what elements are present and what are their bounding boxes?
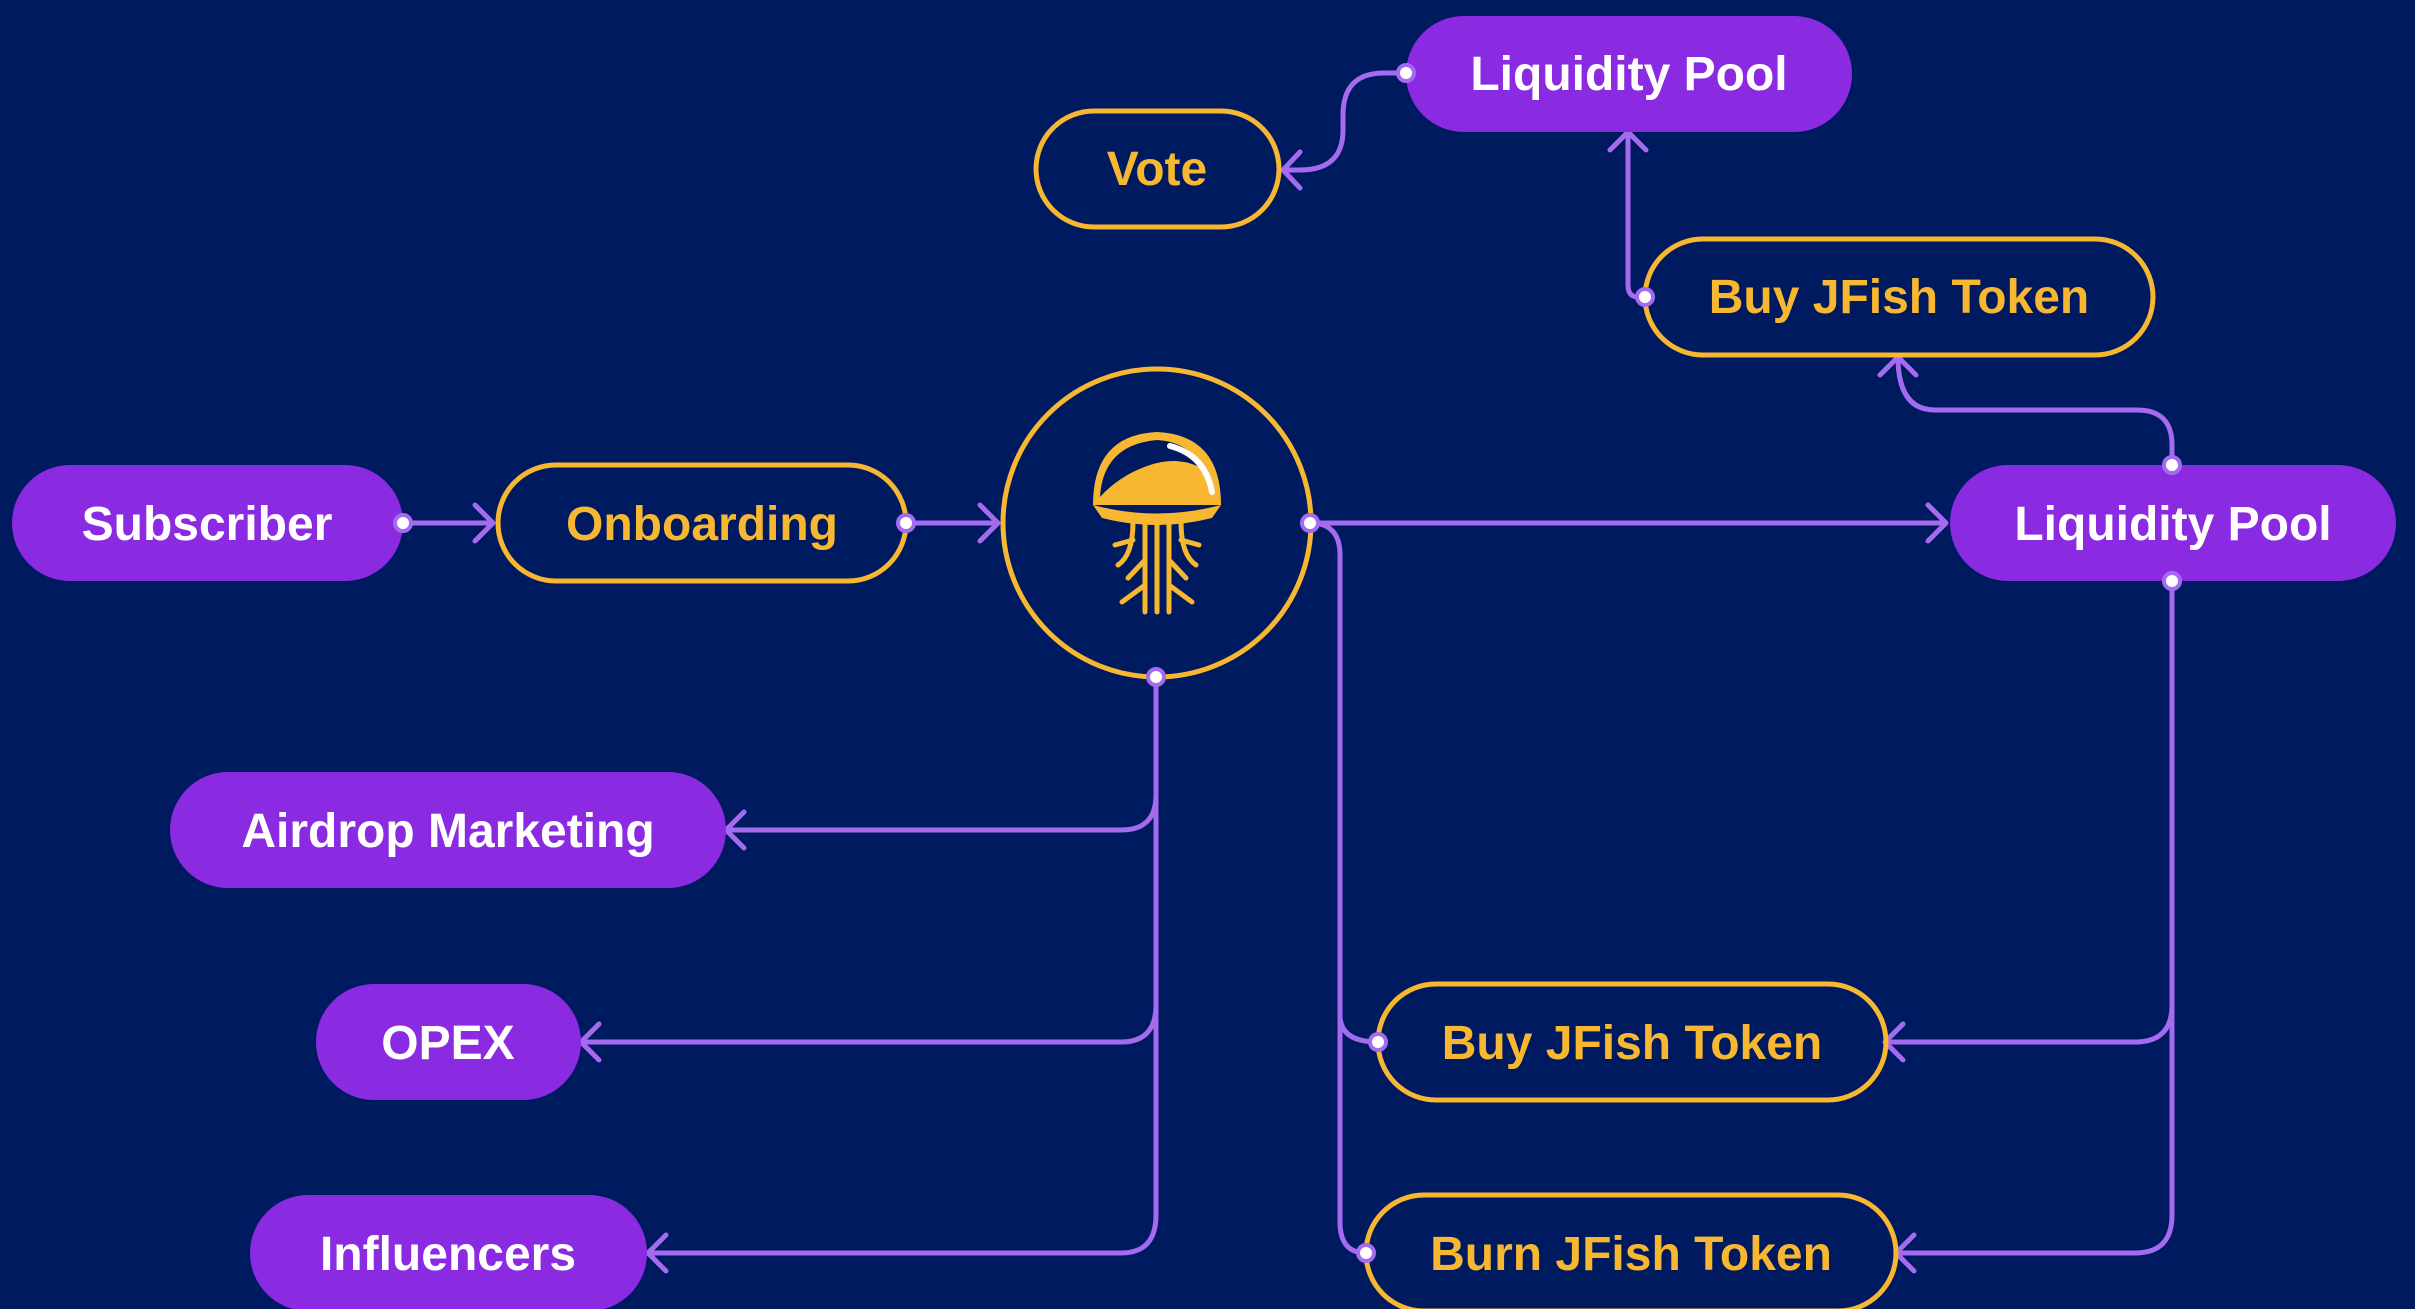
onboarding-label: Onboarding	[566, 498, 838, 551]
influencers-label: Influencers	[320, 1228, 576, 1281]
connector-center-liquidity-pool	[1307, 502, 1949, 544]
burn-jfish-label: Burn JFish Token	[1430, 1228, 1832, 1281]
connector-onboarding-center	[903, 502, 1001, 544]
dot-buy-jfish-top	[1635, 287, 1655, 307]
dot-center-right	[1300, 513, 1320, 533]
jellyfish-logo-icon	[1093, 432, 1221, 615]
connectors	[400, 70, 2175, 1274]
connector-airdrop-marketing	[723, 792, 1159, 851]
dot-liquidity-pool-top	[1396, 63, 1416, 83]
node-onboarding[interactable]: Onboarding	[495, 462, 909, 584]
connector-influencers	[645, 1212, 1159, 1274]
liquidity-pool-right-label: Liquidity Pool	[2014, 498, 2331, 551]
connector-center-right-branch	[1307, 520, 1381, 1045]
connector-liquidity-pool-burn	[1893, 1212, 2175, 1274]
connector-branch-burn	[1337, 1012, 1369, 1256]
opex-label: OPEX	[381, 1017, 514, 1070]
node-buy-jfish-top[interactable]: Buy JFish Token	[1642, 236, 2156, 358]
connector-liquidity-pool-vote	[1280, 70, 1409, 191]
vote-label: Vote	[1107, 143, 1207, 196]
dot-buy-jfish-bottom	[1368, 1032, 1388, 1052]
connector-buy-jfish-liquidity-pool-top	[1607, 129, 1649, 300]
dot-burn-jfish	[1356, 1243, 1376, 1263]
subscriber-label: Subscriber	[82, 498, 333, 551]
connector-liquidity-pool-buy-jfish-bottom	[1882, 1002, 2175, 1063]
node-airdrop-marketing[interactable]: Airdrop Marketing	[170, 772, 726, 888]
node-burn-jfish[interactable]: Burn JFish Token	[1363, 1192, 1899, 1309]
connector-dots	[393, 63, 2182, 1263]
airdrop-marketing-label: Airdrop Marketing	[241, 805, 654, 858]
node-influencers[interactable]: Influencers	[250, 1195, 647, 1309]
buy-jfish-bottom-label: Buy JFish Token	[1442, 1017, 1823, 1070]
node-vote[interactable]: Vote	[1033, 108, 1282, 230]
node-buy-jfish-bottom[interactable]: Buy JFish Token	[1375, 981, 1889, 1103]
liquidity-pool-top-label: Liquidity Pool	[1470, 48, 1787, 101]
dot-onboarding	[896, 513, 916, 533]
node-opex[interactable]: OPEX	[316, 984, 581, 1100]
node-subscriber[interactable]: Subscriber	[12, 465, 403, 581]
connector-subscriber-onboarding	[400, 502, 496, 544]
connector-opex	[578, 1002, 1159, 1063]
connector-liquidity-pool-buy-jfish-top	[1877, 354, 2175, 468]
buy-jfish-top-label: Buy JFish Token	[1709, 271, 2090, 324]
dot-subscriber	[393, 513, 413, 533]
dot-center-bottom	[1146, 667, 1166, 687]
node-liquidity-pool-top[interactable]: Liquidity Pool	[1406, 16, 1852, 132]
center-hub[interactable]	[1000, 366, 1314, 680]
dot-liquidity-pool-right-top	[2162, 455, 2182, 475]
node-liquidity-pool-right[interactable]: Liquidity Pool	[1950, 465, 2396, 581]
dot-liquidity-pool-right-bottom	[2162, 571, 2182, 591]
